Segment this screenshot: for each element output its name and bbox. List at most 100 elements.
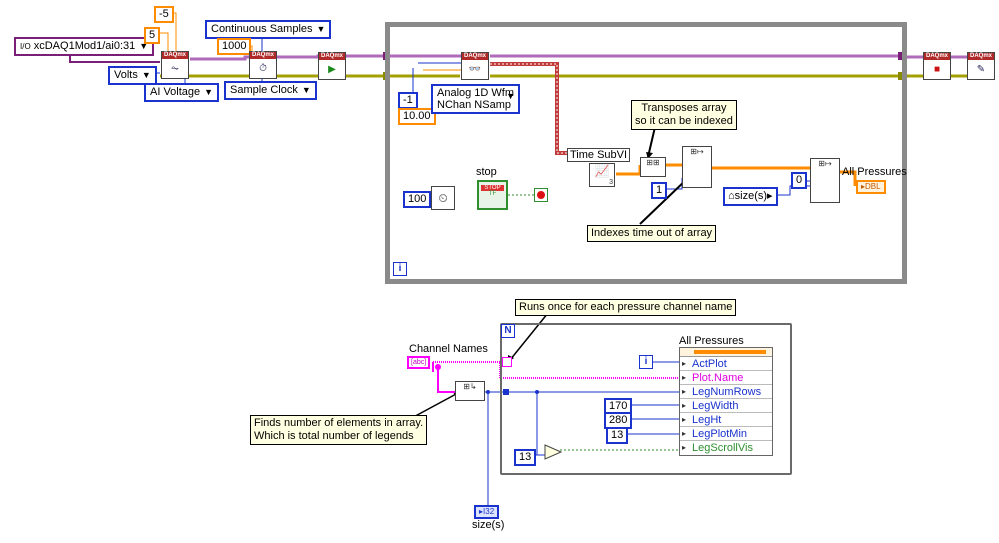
auto-index-tunnel [502, 357, 512, 367]
prop-legwidth[interactable]: ▸LegWidth [680, 399, 772, 413]
arrow-right-icon: ▸ [767, 190, 773, 202]
daqmx-start-task-node[interactable]: DAQmx ▶ [318, 52, 346, 80]
timeout-seconds-constant[interactable]: 10.00 [398, 108, 436, 125]
index-array-node[interactable]: ⊞↦ [682, 146, 712, 188]
while-loop[interactable] [385, 22, 907, 284]
finds-number-note: Finds number of elements in array. Which… [250, 415, 428, 445]
daqmx-header: DAQmx [968, 53, 994, 60]
arrow-right-icon: ▸ [682, 373, 687, 382]
graph-reference-bar [694, 350, 766, 354]
physical-channel-value: xcDAQ1Mod1/ai0:31 [33, 40, 136, 52]
property-node-header [680, 348, 772, 357]
chevron-down-icon: ▼ [506, 91, 516, 101]
tf-text: TF [488, 191, 497, 197]
read-type-line1: Analog 1D Wfm [437, 87, 515, 99]
all-pressures-label: All Pressures [842, 166, 907, 178]
sample-mode-ring[interactable]: Continuous Samples▼ [205, 20, 332, 39]
index-array-icon: ⊞↦ [818, 159, 832, 168]
home-icon: ⌂ [728, 190, 735, 202]
indexes-time-note: Indexes time out of array [587, 225, 717, 242]
size-s-indicator-label: size(s) [472, 519, 505, 531]
read-type-selector[interactable]: Analog 1D Wfm NChan NSamp ▼ [431, 84, 521, 114]
stop-label: stop [476, 166, 497, 178]
wait-ms-node[interactable]: ⏲ [431, 186, 455, 210]
array-size-node[interactable]: ⊞↳ [455, 381, 485, 401]
prop-plot-name[interactable]: ▸Plot.Name [680, 371, 772, 385]
prop-legplotmin[interactable]: ▸LegPlotMin [680, 427, 772, 441]
waveform-icon: 📈 [594, 164, 610, 178]
units-value: Volts [114, 69, 138, 81]
compare-constant[interactable]: 13 [514, 449, 537, 466]
transpose-icon: ⊞⊞ [646, 158, 660, 167]
legplotmin-constant[interactable]: 13 [606, 427, 629, 444]
transpose-array-node[interactable]: ⊞⊞ [640, 157, 666, 177]
time-subvi-label: Time SubVI [567, 148, 631, 162]
abc-text: abc [412, 359, 425, 366]
ai-voltage-selector[interactable]: AI Voltage▼ [144, 83, 220, 102]
wait-ms-constant[interactable]: 100 [403, 191, 432, 208]
samples-per-channel-constant[interactable]: 1000 [217, 38, 252, 55]
arrow-right-icon: ▸ [682, 429, 687, 438]
physical-channel-constant[interactable]: I/O xcDAQ1Mod1/ai0:31▼ [14, 37, 155, 56]
while-loop-iteration-terminal: i [393, 262, 407, 276]
transposes-array-note: Transposes array so it can be indexed [631, 100, 737, 130]
prop-actplot[interactable]: ▸ActPlot [680, 357, 772, 371]
analog-input-icon: ⏦ [170, 63, 180, 74]
timeout-constant[interactable]: -1 [398, 92, 418, 109]
for-loop[interactable] [500, 323, 792, 475]
index-zero-constant[interactable]: 0 [791, 172, 808, 189]
daqmx-stop-task-node[interactable]: DAQmx ■ [923, 52, 951, 80]
eraser-icon: ✎ [976, 64, 986, 75]
daqmx-header: DAQmx [924, 53, 950, 60]
arrow-right-icon: ▸ [682, 387, 687, 396]
index-one-constant[interactable]: 1 [651, 182, 668, 199]
all-pressures-terminal[interactable]: ▸DBL [856, 180, 886, 194]
prop-legscrollvis[interactable]: ▸LegScrollVis [682, 442, 753, 454]
index-array-node-2[interactable]: ⊞↦ [810, 158, 840, 203]
daqmx-header: DAQmx [462, 53, 488, 60]
for-loop-iteration-terminal: i [639, 355, 653, 369]
dbl-text: DBL [865, 182, 881, 191]
comparison-triangle-icon [544, 444, 563, 460]
chevron-down-icon: ▼ [139, 41, 149, 51]
chevron-down-icon: ▼ [141, 70, 151, 80]
all-pressures-property-node[interactable]: ▸ActPlot ▸Plot.Name ▸LegNumRows ▸LegWidt… [679, 347, 773, 456]
arrow-right-icon: ▸ [682, 443, 687, 452]
stop-button-terminal[interactable]: STOP TF [477, 180, 508, 210]
daqmx-timing-node[interactable]: DAQmx ⏱ [249, 51, 277, 79]
arrow-right-icon: ▸ [682, 359, 687, 368]
daqmx-header: DAQmx [162, 52, 188, 59]
index-array-icon: ⊞↦ [690, 147, 704, 156]
size-s-indicator[interactable]: ▸I32 [474, 505, 500, 519]
stop-text: STOP [481, 185, 504, 191]
read-type-line2: NChan NSamp [437, 99, 511, 111]
chevron-down-icon: ▼ [316, 24, 326, 34]
maximum-value-constant[interactable]: 5 [144, 27, 161, 44]
loop-condition-terminal[interactable] [534, 188, 548, 202]
daqmx-clear-task-node[interactable]: DAQmx ✎ [967, 52, 995, 80]
play-icon: ▶ [328, 64, 336, 75]
arrow-right-icon: ▸ [682, 401, 687, 410]
transposes-line2: so it can be indexed [635, 115, 733, 127]
minimum-value-constant[interactable]: -5 [154, 6, 174, 23]
transposes-line1: Transposes array [641, 102, 727, 114]
daqmx-read-node[interactable]: DAQmx 👓 [461, 52, 489, 80]
i32-text: I32 [483, 507, 495, 516]
channel-names-terminal[interactable]: [abc] [407, 356, 431, 369]
size-s-local[interactable]: ⌂size(s)▸ [723, 187, 778, 206]
time-subvi-node[interactable]: 📈 3 [589, 163, 615, 187]
arrow-right-icon: ▸ [682, 415, 687, 424]
finds-line2: Which is total number of legends [254, 430, 414, 442]
size-s-text: size(s) [734, 190, 768, 202]
read-glasses-icon: 👓 [468, 64, 482, 75]
sample-clock-selector[interactable]: Sample Clock▼ [224, 81, 317, 100]
prop-legnumrows[interactable]: ▸LegNumRows [680, 385, 772, 399]
units-ring[interactable]: Volts▼ [108, 66, 157, 85]
sample-clock-value: Sample Clock [230, 84, 298, 96]
daqmx-header: DAQmx [319, 53, 345, 60]
daqmx-create-channel-node[interactable]: DAQmx ⏦ [161, 51, 189, 79]
greater-equal-node[interactable] [544, 444, 563, 460]
daqmx-header: DAQmx [250, 52, 276, 59]
all-pressures-node-label: All Pressures [679, 335, 744, 347]
prop-leght[interactable]: ▸LegHt [680, 413, 772, 427]
